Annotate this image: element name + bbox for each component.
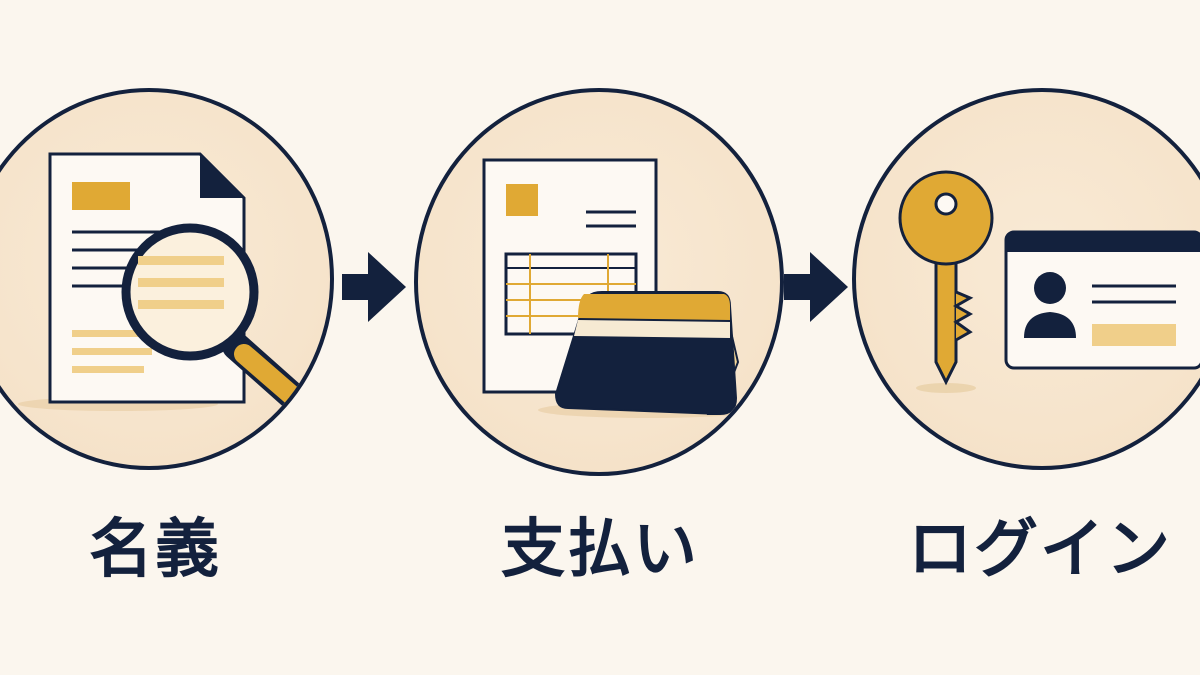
step-circle-payment [414, 88, 784, 476]
step-label-payment: 支払い [501, 513, 699, 587]
invoice-card-icon [482, 158, 758, 418]
right-arrow-icon [784, 252, 848, 322]
step-label-login: ログイン [908, 513, 1172, 587]
step-circle-name [0, 88, 334, 470]
step-label-name: 名義 [89, 513, 221, 587]
step-circle-login [852, 88, 1200, 470]
key-id-card-icon [898, 170, 1200, 393]
document-magnifier-icon [18, 152, 322, 424]
right-arrow-icon [342, 252, 406, 322]
